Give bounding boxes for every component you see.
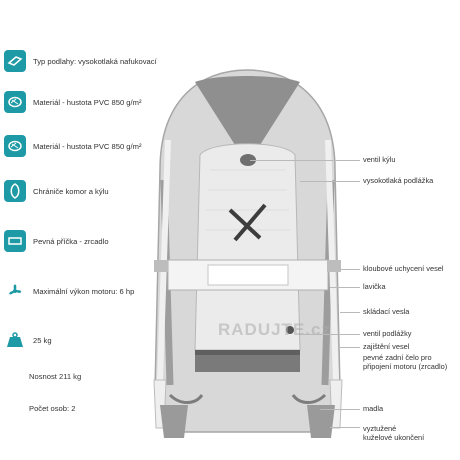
oarlock-right — [327, 260, 341, 272]
cone-left — [160, 405, 188, 438]
spec-material-2: Materiál - hustota PVC 850 g/m² — [4, 135, 141, 157]
transom-top — [195, 350, 300, 355]
spec-text: Počet osob: 2 — [29, 404, 76, 413]
spec-floor-type: Typ podlahy: vysokotlaká nafukovací — [4, 50, 157, 72]
floor-valve — [286, 326, 294, 334]
leader-line — [330, 427, 360, 428]
leader-line — [300, 181, 360, 182]
spec-weight: 25 kg — [4, 329, 52, 351]
pvc-material-icon — [4, 91, 26, 113]
handle-left — [168, 393, 204, 404]
pvc-material-icon — [4, 135, 26, 157]
leader-line — [250, 160, 360, 161]
leader-line — [330, 287, 360, 288]
oarlock-left — [154, 260, 168, 272]
inflatable-floor-icon — [4, 50, 26, 72]
spec-capacity: Nosnost 211 kg — [29, 372, 81, 381]
callout-seat: lavička — [363, 282, 386, 291]
leader-line — [300, 334, 360, 335]
transom-icon — [4, 230, 26, 252]
bow-panel — [195, 76, 300, 145]
chamber-protector-icon — [4, 180, 26, 202]
spec-persons: Počet osob: 2 — [29, 404, 75, 413]
handle-right — [291, 393, 327, 404]
leader-line — [340, 269, 360, 270]
cone-right — [307, 405, 335, 438]
spec-material-1: Materiál - hustota PVC 850 g/m² — [4, 91, 141, 113]
callout-oar-lock: zajištění vesel — [363, 342, 410, 351]
callout-oars: skládací vesla — [363, 307, 410, 316]
spec-text: Nosnost 211 kg — [29, 372, 82, 381]
transom — [195, 350, 300, 372]
callout-floor: vysokotlaká podlážka — [363, 176, 434, 185]
spec-text: Pevná příčka - zrcadlo — [33, 236, 109, 246]
spec-motor: Maximální výkon motoru: 6 hp — [4, 280, 134, 302]
callout-floor-valve: ventil podlážky — [363, 329, 412, 338]
callout-cones-line1: vyztužené — [363, 424, 397, 433]
callout-transom-line1: pevné zadní čelo pro — [363, 353, 432, 362]
spec-text: Maximální výkon motoru: 6 hp — [33, 286, 135, 296]
spec-text: 25 kg — [33, 335, 52, 345]
floor-texture — [205, 169, 290, 231]
boat-illustration — [153, 69, 343, 438]
leader-line — [320, 409, 360, 410]
callout-keel-valve: ventil kýlu — [363, 155, 396, 164]
leader-line — [340, 312, 360, 313]
spec-transom: Pevná příčka - zrcadlo — [4, 230, 109, 252]
watermark: RADUJTE.cz — [218, 320, 331, 339]
propeller-icon — [4, 280, 26, 302]
callout-handles: madla — [363, 404, 384, 413]
spec-text: Materiál - hustota PVC 850 g/m² — [33, 141, 142, 151]
spec-text: Typ podlahy: vysokotlaká nafukovací — [33, 56, 157, 66]
callout-oarlock: kloubové uchycení vesel — [363, 264, 444, 273]
spec-protectors: Chrániče komor a kýlu — [4, 180, 109, 202]
seat-strap — [228, 203, 267, 242]
seat-inner — [207, 264, 289, 286]
weight-icon — [4, 329, 26, 351]
inner-floor — [194, 143, 301, 351]
callout-cones-line2: kuželové ukončení — [363, 433, 425, 442]
leader-line — [340, 347, 360, 348]
spec-text: Materiál - hustota PVC 850 g/m² — [33, 97, 142, 107]
spec-text: Chrániče komor a kýlu — [33, 186, 109, 196]
keel-valve — [240, 154, 256, 166]
callout-transom-line2: připojení motoru (zrcadlo) — [363, 362, 448, 371]
